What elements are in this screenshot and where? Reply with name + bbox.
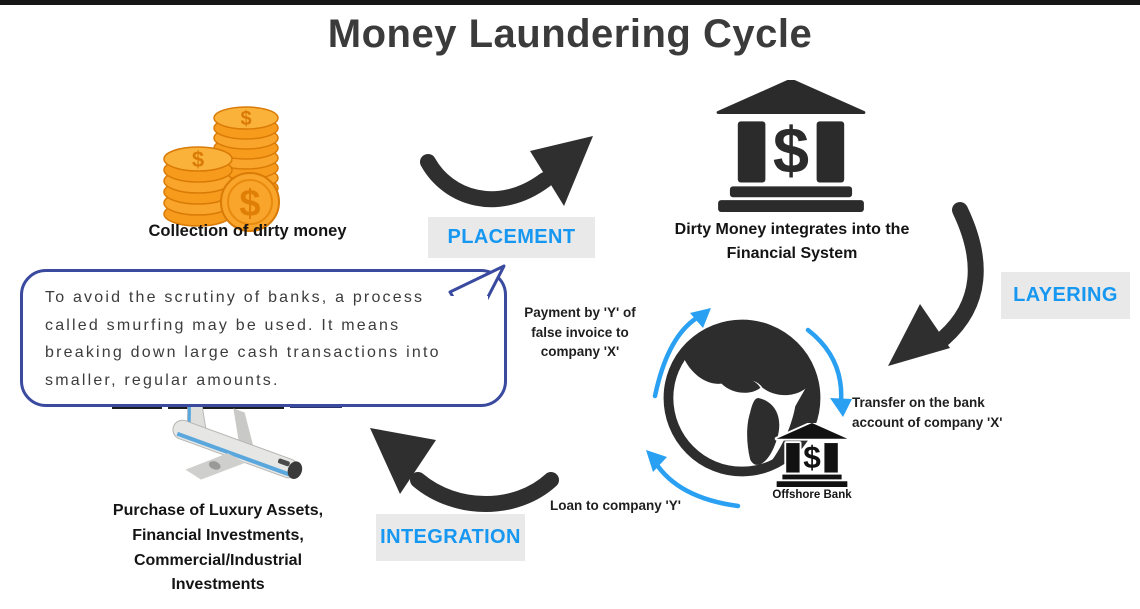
integration-arrow-icon [370, 428, 559, 512]
page-title: Money Laundering Cycle [327, 12, 813, 56]
loan-label: Loan to company 'Y' [550, 498, 681, 513]
airplane-icon [172, 398, 303, 480]
offshore-bank-icon: $ [774, 423, 850, 487]
placement-arrow-icon [420, 136, 593, 208]
bank-caption: Dirty Money integrates into the Financia… [674, 221, 910, 262]
stage-placement: PLACEMENT [428, 217, 595, 258]
svg-text:$: $ [192, 147, 204, 172]
layering-arrow-icon [888, 202, 984, 366]
cycle-arrows-icon [646, 308, 852, 509]
bank-icon: $ [716, 80, 866, 212]
svg-text:$: $ [803, 439, 821, 475]
smurfing-text: To avoid the scrutiny of banks, a proces… [45, 289, 441, 389]
top-border-bar [0, 0, 1140, 5]
payment-label: Payment by 'Y' of false invoice to compa… [524, 305, 636, 360]
svg-text:$: $ [773, 114, 809, 187]
collection-caption: Collection of dirty money [148, 222, 347, 240]
smurfing-speech-bubble: To avoid the scrutiny of banks, a proces… [20, 269, 507, 408]
offshore-bank-caption: Offshore Bank [772, 489, 852, 501]
stage-integration: INTEGRATION [376, 514, 525, 561]
coins-icon: $ $ $ [163, 106, 280, 232]
svg-text:$: $ [240, 108, 251, 130]
svg-text:$: $ [239, 183, 260, 225]
transfer-label: Transfer on the bank account of company … [852, 395, 1003, 430]
stage-layering: LAYERING [1001, 272, 1130, 319]
assets-caption: Purchase of Luxury Assets, Financial Inv… [112, 502, 324, 594]
speech-bubble-tail [448, 264, 506, 330]
